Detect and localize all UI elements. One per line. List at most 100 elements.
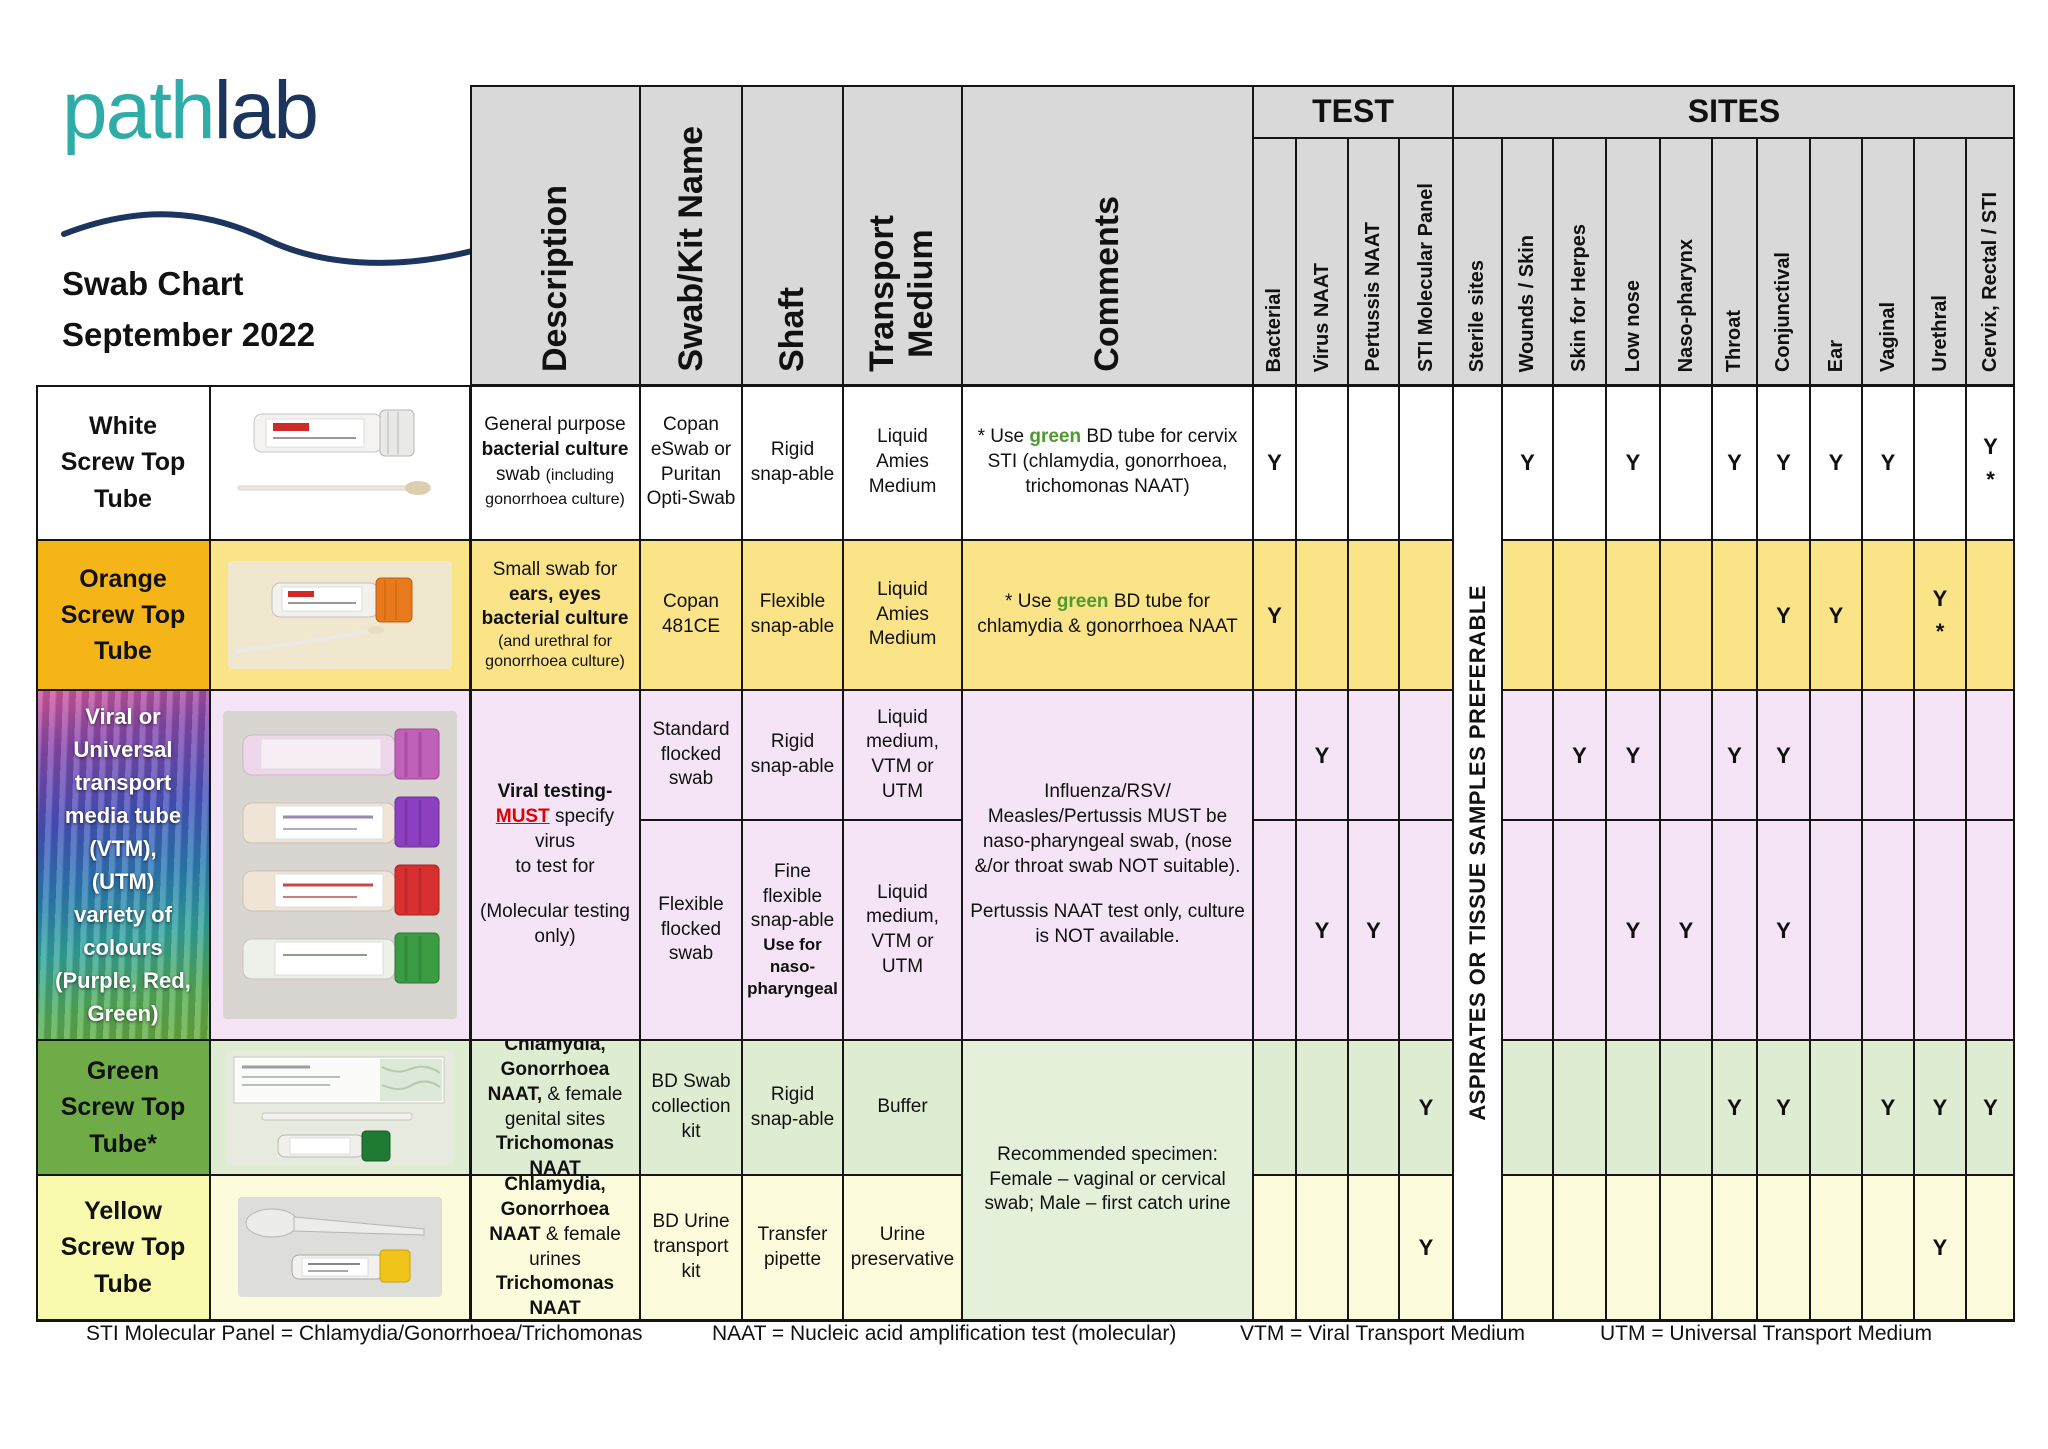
- mark-cell: [1296, 1040, 1348, 1175]
- row-yellow-name: Yellow Screw Top Tube: [36, 1175, 210, 1320]
- mark-cell: [1712, 820, 1757, 1040]
- row-green-transport: Buffer: [843, 1040, 962, 1175]
- mark-cell: [1502, 820, 1553, 1040]
- row-green-yellow-comments: Recommended specimen: Female – vaginal o…: [962, 1040, 1253, 1320]
- mark-cell: Y: [1553, 690, 1606, 820]
- mark-cell: [1712, 1175, 1757, 1320]
- mark-cell: [1502, 690, 1553, 820]
- mark-cell: [1296, 385, 1348, 540]
- mark-cell: Y: [1757, 690, 1810, 820]
- mark-cell: [1296, 1175, 1348, 1320]
- mark-cell: [1660, 1040, 1712, 1175]
- mark-cell: Y: [1914, 1175, 1966, 1320]
- mark-cell: Y: [1966, 1040, 2015, 1175]
- green-kit-photo: [210, 1040, 470, 1175]
- mark-cell: [1399, 820, 1453, 1040]
- mark-cell: [1553, 540, 1606, 690]
- mark-cell: [1553, 820, 1606, 1040]
- mark-cell: [1966, 1175, 2015, 1320]
- mark-cell: [1399, 690, 1453, 820]
- column-header-comments: Comments: [962, 85, 1253, 385]
- mark-cell: [1810, 690, 1862, 820]
- column-header-sti-molecular-panel: STI Molecular Panel: [1399, 138, 1453, 385]
- row-white-shaft: Rigid snap-able: [742, 385, 843, 540]
- row-orange-kit: Copan 481CE: [640, 540, 742, 690]
- mark-cell: [1606, 1040, 1660, 1175]
- column-header-urethral: Urethral: [1914, 138, 1966, 385]
- column-header-shaft: Shaft: [742, 85, 843, 385]
- mark-cell: [1966, 690, 2015, 820]
- row-white-transport: Liquid Amies Medium: [843, 385, 962, 540]
- row-yellow-description: Chlamydia, Gonorrhoea NAAT & female urin…: [470, 1175, 640, 1320]
- mark-cell: [1296, 540, 1348, 690]
- mark-cell: [1253, 690, 1296, 820]
- row-vtm-flexible-transport: Liquid medium, VTM or UTM: [843, 820, 962, 1040]
- mark-cell: [1862, 820, 1914, 1040]
- mark-cell: [1810, 820, 1862, 1040]
- mark-cell: Y: [1810, 540, 1862, 690]
- row-vtm-standard-shaft: Rigid snap-able: [742, 690, 843, 820]
- legend-utm: UTM = Universal Transport Medium: [1600, 1322, 1933, 1345]
- mark-cell: [1553, 1040, 1606, 1175]
- row-yellow-kit: BD Urine transport kit: [640, 1175, 742, 1320]
- mark-cell: [1553, 385, 1606, 540]
- mark-cell: Y: [1606, 385, 1660, 540]
- row-yellow-shaft: Transfer pipette: [742, 1175, 843, 1320]
- mark-cell: Y: [1296, 690, 1348, 820]
- mark-cell: [1348, 690, 1399, 820]
- mark-cell: [1348, 1175, 1399, 1320]
- mark-cell: [1660, 1175, 1712, 1320]
- mark-cell: Y: [1399, 1175, 1453, 1320]
- vtm-tubes-photo: [210, 690, 470, 1040]
- row-green-kit: BD Swab collection kit: [640, 1040, 742, 1175]
- mark-cell: [1606, 1175, 1660, 1320]
- legend-naat: NAAT = Nucleic acid amplification test (…: [712, 1322, 1177, 1345]
- column-header-cervix-rectal-sti: Cervix, Rectal / STI: [1966, 138, 2015, 385]
- row-white-comments: * Use green BD tube for cervix STI (chla…: [962, 385, 1253, 540]
- mark-cell: Y: [1757, 385, 1810, 540]
- column-header-swab-kit-name: Swab/Kit Name: [640, 85, 742, 385]
- test-group-header: TEST: [1253, 85, 1453, 138]
- row-white-name: White Screw Top Tube: [36, 385, 210, 540]
- mark-cell: [1660, 690, 1712, 820]
- mark-cell: Y: [1712, 690, 1757, 820]
- mark-cell: [1502, 1040, 1553, 1175]
- legend-vtm: VTM = Viral Transport Medium: [1240, 1322, 1525, 1345]
- column-header-pertussis-naat: Pertussis NAAT: [1348, 138, 1399, 385]
- row-orange-name: Orange Screw Top Tube: [36, 540, 210, 690]
- row-orange-shaft: Flexible snap-able: [742, 540, 843, 690]
- mark-cell: Y *: [1914, 540, 1966, 690]
- legend-footer: STI Molecular Panel = Chlamydia/Gonorrho…: [36, 1322, 2015, 1352]
- mark-cell: [1810, 1040, 1862, 1175]
- row-vtm-flexible-shaft: Fine flexible snap-able Use for naso-pha…: [742, 820, 843, 1040]
- mark-cell: [1660, 540, 1712, 690]
- row-vtm-name: Viral or Universal transport media tube …: [36, 690, 210, 1040]
- column-header-sterile-sites: Sterile sites: [1453, 138, 1502, 385]
- mark-cell: [1399, 540, 1453, 690]
- mark-cell: Y *: [1966, 385, 2015, 540]
- mark-cell: Y: [1810, 385, 1862, 540]
- column-header-skin-for-herpes: Skin for Herpes: [1553, 138, 1606, 385]
- mark-cell: Y: [1502, 385, 1553, 540]
- white-tube-photo: [210, 385, 470, 540]
- column-header-throat: Throat: [1712, 138, 1757, 385]
- column-header-description: Description: [470, 85, 640, 385]
- mark-cell: [1914, 385, 1966, 540]
- mark-cell: Y: [1914, 1040, 1966, 1175]
- row-vtm-standard-kit: Standard flocked swab: [640, 690, 742, 820]
- sterile-sites-note: ASPIRATES OR TISSUE SAMPLES PREFERABLE: [1453, 385, 1502, 1320]
- row-orange-transport: Liquid Amies Medium: [843, 540, 962, 690]
- mark-cell: [1502, 540, 1553, 690]
- row-orange-description: Small swab for ears, eyes bacterial cult…: [470, 540, 640, 690]
- column-header-conjunctival: Conjunctival: [1757, 138, 1810, 385]
- column-header-naso-pharynx: Naso-pharynx: [1660, 138, 1712, 385]
- mark-cell: Y: [1862, 1040, 1914, 1175]
- mark-cell: Y: [1757, 820, 1810, 1040]
- mark-cell: [1914, 820, 1966, 1040]
- row-yellow-transport: Urine preservative: [843, 1175, 962, 1320]
- mark-cell: Y: [1757, 1040, 1810, 1175]
- mark-cell: Y: [1296, 820, 1348, 1040]
- mark-cell: Y: [1253, 540, 1296, 690]
- mark-cell: [1253, 1040, 1296, 1175]
- row-vtm-flexible-kit: Flexible flocked swab: [640, 820, 742, 1040]
